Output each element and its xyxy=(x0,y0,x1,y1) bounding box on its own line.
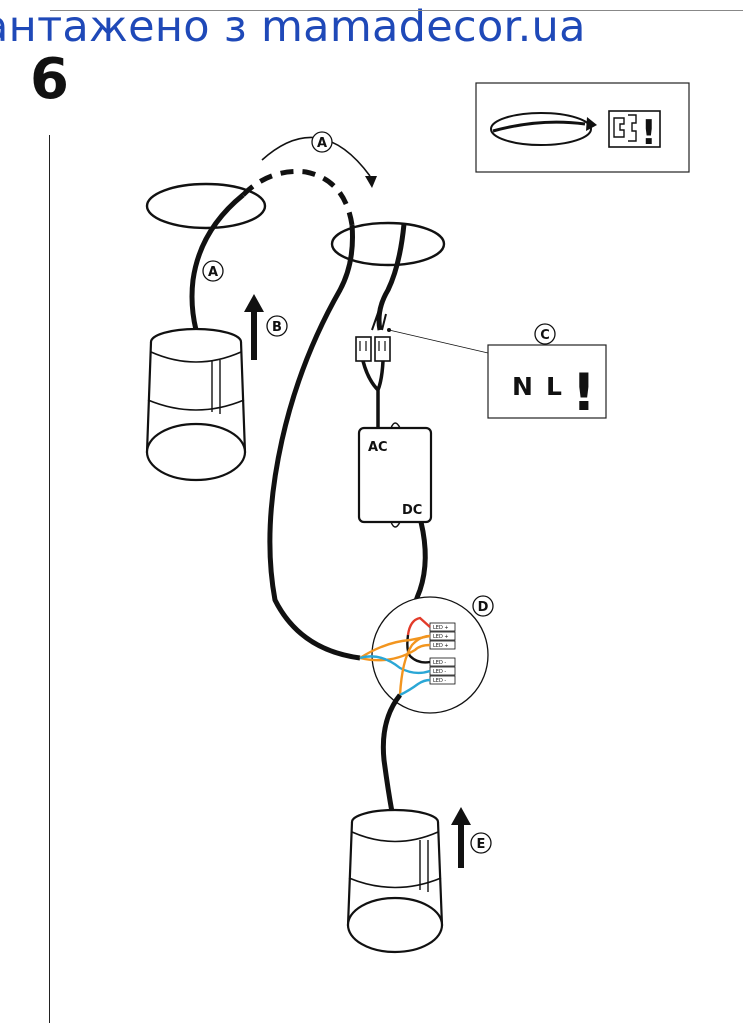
terminal-strip-negative: LED - LED - LED - xyxy=(429,657,456,685)
cable-long xyxy=(267,224,361,661)
light-fixture-top xyxy=(145,327,247,482)
rotation-info-box: ! xyxy=(475,82,690,173)
terminal-label-5: LED - xyxy=(433,669,446,675)
rotate-ellipse-icon xyxy=(490,112,592,146)
nl-l: L xyxy=(546,372,562,401)
label-c: C xyxy=(540,328,550,343)
ceiling-hole-left xyxy=(145,182,267,230)
cable-bottom-fixture xyxy=(380,693,402,813)
led-driver: AC DC xyxy=(357,422,433,528)
label-e: E xyxy=(477,837,486,852)
nl-n: N xyxy=(512,372,533,401)
driver-ac: AC xyxy=(368,440,388,455)
left-rule xyxy=(49,135,50,1023)
top-rule xyxy=(50,10,743,11)
terminal-label-2: LED + xyxy=(433,634,449,640)
lock-exclamation: ! xyxy=(641,113,657,153)
driver-dc: DC xyxy=(402,503,422,518)
label-a-cable: A xyxy=(208,265,218,280)
light-fixture-bottom xyxy=(346,808,444,954)
lock-connector-icon: ! xyxy=(608,110,661,153)
cable-mains xyxy=(376,223,407,331)
terminal-label-4: LED - xyxy=(433,660,446,666)
terminal-label-1: LED + xyxy=(433,625,449,631)
ceiling-hole-right xyxy=(330,221,446,267)
label-b: B xyxy=(272,320,282,335)
junction-detail xyxy=(371,596,489,714)
label-a-top: A xyxy=(317,136,327,151)
nl-exclamation: ! xyxy=(572,363,596,423)
label-d: D xyxy=(478,600,489,615)
step-number: 6 xyxy=(30,47,69,112)
terminal-strip-positive: LED + LED + LED + xyxy=(429,622,456,650)
cable-dashed xyxy=(241,168,355,226)
terminal-block xyxy=(355,336,391,362)
nl-polarity-box: N L ! xyxy=(487,344,607,423)
terminal-label-3: LED + xyxy=(433,643,449,649)
cable-left-fixture xyxy=(189,193,245,331)
terminal-label-6: LED - xyxy=(433,678,446,684)
